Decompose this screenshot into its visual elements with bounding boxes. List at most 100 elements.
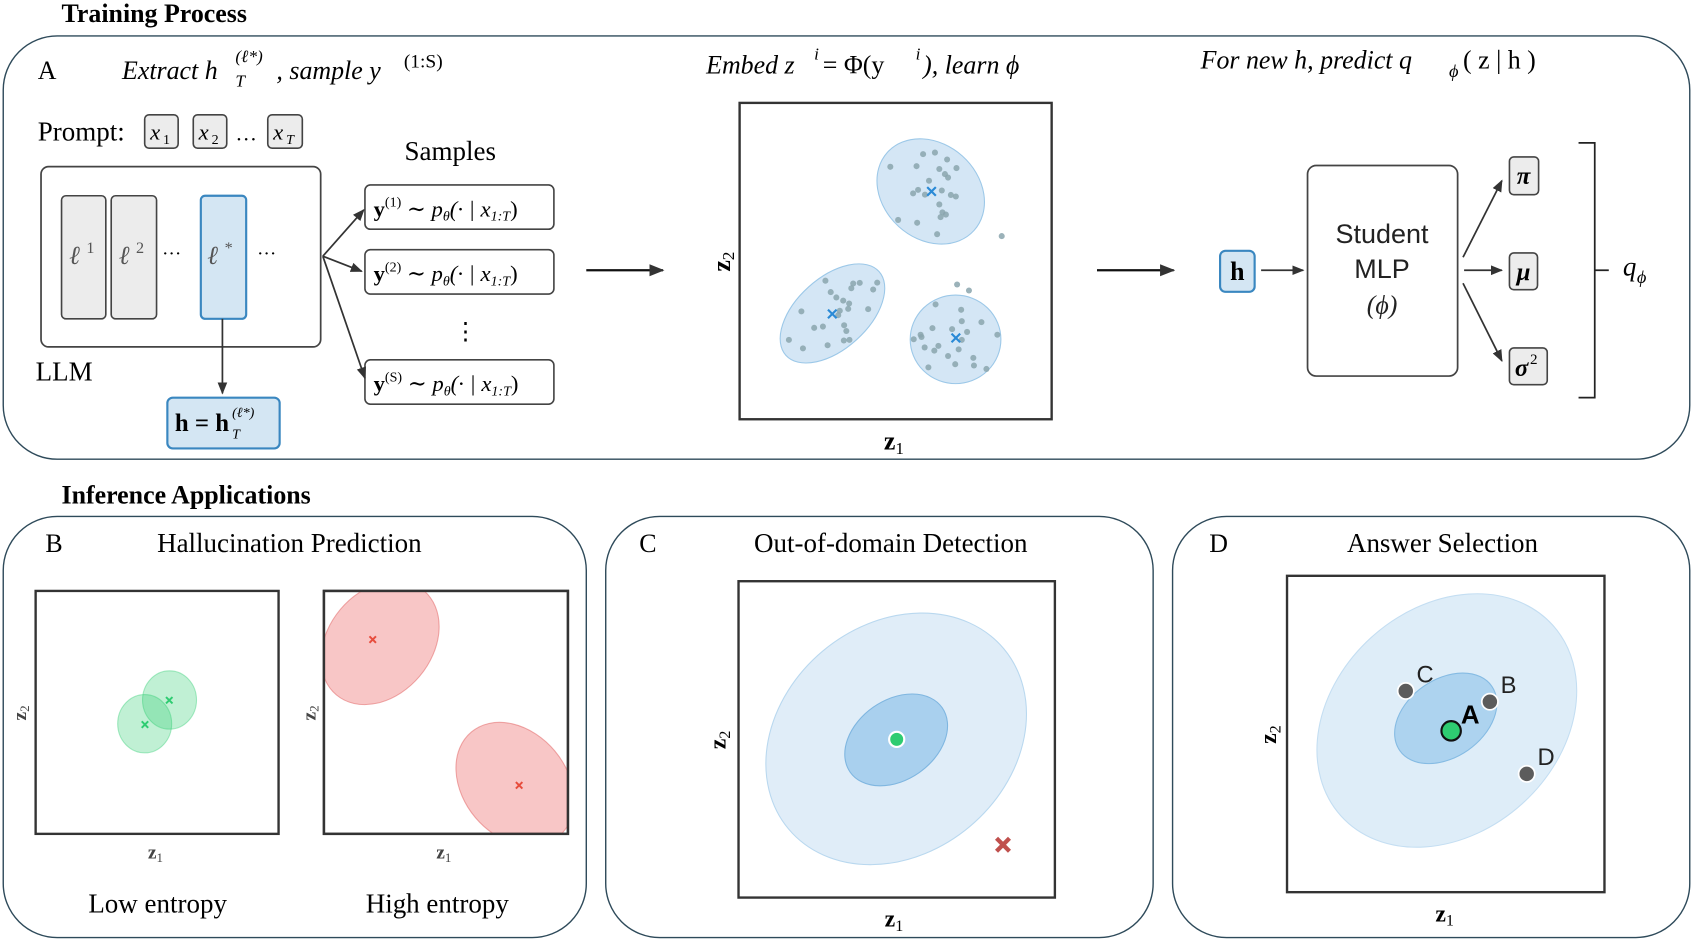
sample-point (934, 231, 941, 238)
formula-part: θ (444, 383, 451, 399)
cluster-center-marker (827, 308, 838, 319)
step1-sup: (ℓ*) (235, 47, 263, 66)
sample-point (964, 328, 971, 335)
panel-letter-d: D (1209, 529, 1228, 558)
panel-letter-a: A (38, 56, 57, 85)
q-bracket (1578, 141, 1609, 399)
answer-point (1517, 764, 1536, 783)
formula-part: 1:T (491, 209, 512, 225)
sample-point (945, 352, 952, 360)
h-label: h (1230, 257, 1245, 286)
sample-point (921, 191, 928, 198)
student-mlp-box: Student MLP (ϕ) (1306, 164, 1459, 377)
sample-point (931, 347, 938, 354)
axis-sub: 1 (895, 917, 903, 935)
formula-part: ) (511, 371, 519, 396)
sample-point (953, 165, 960, 172)
cluster-center-marker (926, 186, 937, 197)
x-axis-label: z1 (885, 907, 904, 935)
axis-base: z (299, 711, 320, 720)
token-base: x (198, 120, 209, 145)
sample-point (942, 211, 949, 218)
formula-part: ∼ p (402, 371, 444, 396)
sample-point (910, 190, 917, 197)
axis-base: z (707, 260, 736, 272)
answer-point (1480, 692, 1499, 711)
sample-point (932, 301, 939, 308)
y-axis-label: z2 (299, 705, 321, 720)
sample-point (983, 365, 990, 372)
step2-post: ), learn ϕ (921, 51, 1019, 80)
sample-point (938, 187, 945, 194)
component-center-marker (165, 696, 174, 705)
high-entropy-caption: High entropy (366, 889, 510, 919)
axis-sub: 1 (895, 439, 904, 458)
in-domain-point (888, 730, 906, 749)
samples-list: y(1) ∼ pθ(· | x1:T)y(2) ∼ pθ(· | x1:T)y(… (364, 184, 555, 405)
formula-part: y (374, 371, 386, 396)
axis-base: z (1256, 733, 1282, 744)
sample-formula: y(S) ∼ pθ(· | x1:T) (374, 369, 519, 399)
output-label: μ (1515, 259, 1531, 286)
y-axis-label: z2 (1256, 725, 1284, 744)
token-x1: x 1 (143, 113, 179, 150)
sample-point (846, 336, 853, 343)
sample-arrow (322, 255, 366, 380)
layer-base: ℓ (119, 241, 130, 270)
component-center-marker (515, 781, 524, 790)
step2-text: Embed z (705, 51, 795, 80)
mlp-label: MLP (1354, 254, 1409, 284)
x-axis-label: z1 (148, 843, 163, 865)
formula-part: 1:T (491, 383, 512, 399)
sample-point (955, 346, 962, 353)
samples-label: Samples (405, 136, 496, 166)
sample-point (856, 279, 863, 286)
sample-point (799, 345, 806, 352)
sample-box: y(S) ∼ pθ(· | x1:T) (364, 359, 555, 405)
step3-sub: ϕ (1449, 61, 1459, 81)
prompt-label: Prompt: (38, 117, 125, 147)
component-center-marker (368, 635, 377, 644)
formula-part: θ (443, 273, 450, 289)
sample-point (936, 201, 943, 208)
y-axis-label: z2 (706, 731, 734, 750)
axis-base: z (436, 843, 445, 864)
formula-part: (· | x (451, 371, 492, 396)
panel-letter-c: C (639, 529, 656, 558)
out-of-domain-marker (994, 836, 1012, 853)
axis-sub: 2 (716, 731, 734, 739)
layer-ellipsis: ··· (162, 243, 181, 264)
panel-title: Answer Selection (1347, 528, 1539, 558)
sample-point (965, 287, 972, 294)
sample-point (840, 297, 847, 304)
axis-sub: 2 (17, 705, 32, 711)
sample-point (931, 149, 938, 156)
step1-text: Extract h (121, 56, 218, 85)
axis-base: z (148, 843, 157, 864)
formula-part: ) (510, 196, 518, 221)
panel-b: B Hallucination Prediction z1 z2 z1 z2 L… (2, 515, 587, 939)
low-entropy-caption: Low entropy (88, 889, 227, 919)
training-process-heading: Training Process (62, 0, 247, 28)
sample-point (925, 177, 933, 184)
hidden-text: h = h (175, 410, 229, 437)
sample-point (811, 324, 818, 331)
answer-inner-ellipse (1394, 672, 1498, 765)
sample-point (874, 279, 881, 286)
sample-point (921, 344, 928, 351)
layer-sup: * (225, 239, 233, 257)
sample-point (822, 277, 829, 284)
embedding-points (785, 149, 1005, 372)
token-base: x (272, 120, 283, 145)
output-label: σ (1515, 355, 1529, 382)
answer-label: D (1537, 744, 1554, 771)
token-sub: 1 (163, 132, 170, 148)
step1-sub: T (235, 72, 246, 91)
high-entropy-plot: z1 z2 (299, 589, 570, 865)
x-axis-label: z1 (884, 426, 904, 457)
llm-label: LLM (36, 356, 93, 386)
sample-point (843, 327, 850, 335)
step3-title: For new h, predict q ϕ ( z | h ) (1200, 45, 1536, 81)
output-mu: μ (1508, 252, 1539, 291)
